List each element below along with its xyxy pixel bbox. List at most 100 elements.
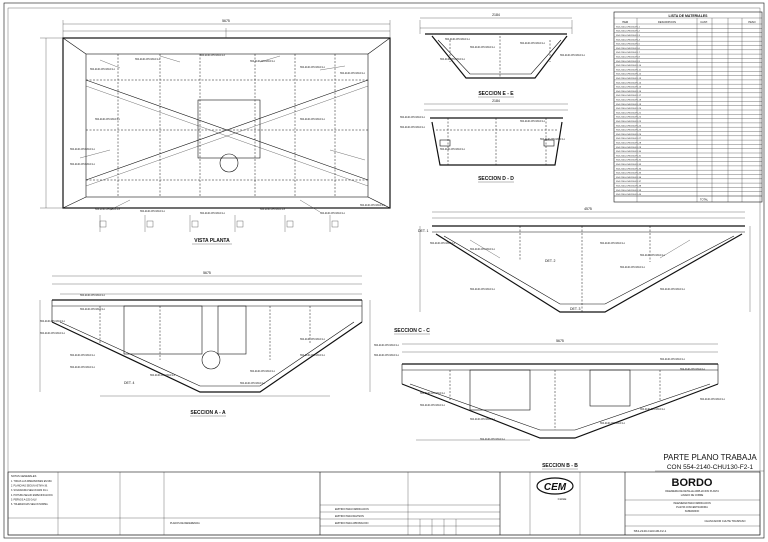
section-bb: 5675 SECCION B - B xyxy=(401,339,719,470)
materials-row: S54-2140-CHU130-F1-30 xyxy=(616,151,642,153)
materials-row: S54-2140-CHU130-F1-40 xyxy=(616,194,642,196)
callout-label: S54-2140-CHU130-F1-n xyxy=(150,375,176,377)
callout-label: S54-2140-CHU130-F1-n xyxy=(80,309,106,311)
materials-row: S54-2140-CHU130-F1-12 xyxy=(616,74,642,76)
title-block: NOTAS GENERALES 1. TODAS LAS DIMENSIONES… xyxy=(7,471,761,536)
materials-row: S54-2140-CHU130-F1-19 xyxy=(616,104,642,106)
callout-label: S54-2140-CHU130-F1-n xyxy=(95,209,121,211)
det4-label: DET. 4 xyxy=(124,381,135,385)
materials-row: S54-2140-CHU130-F1-3 xyxy=(616,35,641,37)
callout-label: S54-2140-CHU130-F1-n xyxy=(520,43,546,45)
callout-label: S54-2140-CHU130-F1-n xyxy=(70,164,96,166)
callout-label: S54-2140-CHU130-F1-n xyxy=(560,55,586,57)
callout-label: S54-2140-CHU130-F1-n xyxy=(470,419,496,421)
materials-row: S54-2140-CHU130-F1-16 xyxy=(616,91,642,93)
callout-label: S54-2140-CHU130-F1-n xyxy=(250,61,276,63)
stamp-ref: CON 554-2140-CHU130-F2-1 xyxy=(667,464,754,471)
callout-label: S54-2140-CHU130-F1-n xyxy=(374,345,400,347)
callout-label: S54-2140-CHU130-F1-n xyxy=(700,399,726,401)
stamp-title: PARTE PLANO TRABAJA xyxy=(663,453,757,462)
callout-label: S54-2140-CHU130-F1-n xyxy=(70,149,96,151)
cem-logo-text: CEM xyxy=(544,482,567,493)
plan-view: 5675 VISTA PLANTA xyxy=(40,19,391,245)
materials-row: S54-2140-CHU130-F1-34 xyxy=(616,168,642,170)
materials-rows: S54-2140-CHU130-F1-1S54-2140-CHU130-F1-2… xyxy=(614,26,762,197)
rev-row-1: EMITIDO PARA FABRICACION xyxy=(335,508,369,511)
materials-row: S54-2140-CHU130-F1-7 xyxy=(616,52,641,54)
callout-label: S54-2140-CHU130-F1-n xyxy=(680,369,706,371)
callout-label: S54-2140-CHU130-F1-n xyxy=(135,59,161,61)
project-line-2: LAVADO DE COBRE xyxy=(681,494,704,497)
materials-total: TOTAL xyxy=(700,198,709,202)
section-cc-title: SECCION C - C xyxy=(394,328,430,334)
materials-table: LISTA DE MATERIALES ITEM DESCRIPCION CAN… xyxy=(613,11,763,203)
materials-row: S54-2140-CHU130-F1-18 xyxy=(616,100,642,102)
callout-label: S54-2140-CHU130-F1-n xyxy=(300,67,326,69)
materials-row: S54-2140-CHU130-F1-31 xyxy=(616,155,642,157)
notes-title: NOTAS GENERALES xyxy=(11,474,37,478)
section-dd: 2184 SECCION D - D xyxy=(424,99,568,183)
callout-label: S54-2140-CHU130-F1-n xyxy=(430,243,456,245)
materials-row: S54-2140-CHU130-F1-29 xyxy=(616,147,642,149)
materials-row: S54-2140-CHU130-F1-5 xyxy=(616,44,641,46)
callout-label: S54-2140-CHU130-F1-n xyxy=(445,39,471,41)
section-ee: 2184 SECCION E - E xyxy=(419,13,573,98)
materials-row: S54-2140-CHU130-F1-11 xyxy=(616,69,642,71)
callout-label: S54-2140-CHU130-F1-n xyxy=(140,211,166,213)
client-line-1: INGENIERIA PARA FABRICACION xyxy=(673,502,711,505)
materials-header-weight: PESO xyxy=(748,20,755,24)
materials-title: LISTA DE MATERIALES xyxy=(668,14,708,18)
materials-row: S54-2140-CHU130-F1-6 xyxy=(616,48,641,50)
callout-label: S54-2140-CHU130-F1-n xyxy=(320,213,346,215)
note-line: 5. PERNOS A-325 GALV. xyxy=(11,498,37,501)
section-cc: 4575 DET. 1 DET. 2 DET. 3 SECCION C - C xyxy=(394,207,751,335)
references-label: PLANOS DE REFERENCIA xyxy=(170,522,200,525)
materials-row: S54-2140-CHU130-F1-37 xyxy=(616,181,642,183)
callout-label: S54-2140-CHU130-F1-n xyxy=(400,117,426,119)
callout-label: S54-2140-CHU130-F1-n xyxy=(660,359,686,361)
callout-label: S54-2140-CHU130-F1-n xyxy=(660,289,686,291)
company-logo: BORDO xyxy=(672,477,713,489)
materials-row: S54-2140-CHU130-F1-8 xyxy=(616,57,641,59)
callout-label: S54-2140-CHU130-F1-n xyxy=(640,255,666,257)
materials-row: S54-2140-CHU130-F1-39 xyxy=(616,190,642,192)
section-ee-dim: 2184 xyxy=(492,13,500,17)
section-aa: 5675 DET. 4 SECCION A - A xyxy=(39,271,371,417)
doc-title: CHANCADOR CHUTE TRASPASO xyxy=(705,519,746,523)
materials-row: S54-2140-CHU130-F1-25 xyxy=(616,130,642,132)
section-bb-dim: 5675 xyxy=(556,339,564,343)
callout-label: S54-2140-CHU130-F1-n xyxy=(40,333,66,335)
callout-label: S54-2140-CHU130-F1-n xyxy=(440,149,466,151)
materials-row: S54-2140-CHU130-F1-38 xyxy=(616,186,642,188)
callout-label: S54-2140-CHU130-F1-n xyxy=(480,439,506,441)
callout-label: S54-2140-CHU130-F1-n xyxy=(200,213,226,215)
callout-label: S54-2140-CHU130-F1-n xyxy=(470,249,496,251)
materials-row: S54-2140-CHU130-F1-4 xyxy=(616,39,641,41)
callout-label: S54-2140-CHU130-F1-n xyxy=(300,339,326,341)
client-line-2: PLANTA CONCENTRADORA xyxy=(676,506,708,509)
materials-row: S54-2140-CHU130-F1-20 xyxy=(616,108,642,110)
materials-row: S54-2140-CHU130-F1-1 xyxy=(616,26,641,28)
callout-label: S54-2140-CHU130-F1-n xyxy=(70,355,96,357)
materials-row: S54-2140-CHU130-F1-10 xyxy=(616,65,642,67)
materials-row: S54-2140-CHU130-F1-13 xyxy=(616,78,642,80)
callout-label: S54-2140-CHU130-F1-n xyxy=(520,121,546,123)
callout-label: S54-2140-CHU130-F1-n xyxy=(360,205,386,207)
callout-label: S54-2140-CHU130-F1-n xyxy=(300,355,326,357)
det3-label: DET. 3 xyxy=(570,307,581,311)
callout-label: S54-2140-CHU130-F1-n xyxy=(470,47,496,49)
materials-row: S54-2140-CHU130-F1-2 xyxy=(616,31,641,33)
materials-row: S54-2140-CHU130-F1-23 xyxy=(616,121,642,123)
sheet-border xyxy=(3,2,765,539)
stamp: PARTE PLANO TRABAJA CON 554-2140-CHU130-… xyxy=(655,453,764,472)
materials-row: S54-2140-CHU130-F1-27 xyxy=(616,138,642,140)
project-line-1: INGENIERIA DE DETALLE AMPLIACION PLANTA xyxy=(665,490,719,493)
rev-row-3: EMITIDO PARA APROBACION xyxy=(335,522,369,525)
note-line: 4. PINTURA SEGUN ESPECIFICACION. xyxy=(11,494,53,497)
cem-logo-sub: CHILE xyxy=(558,497,567,501)
callout-label: S54-2140-CHU130-F1-n xyxy=(95,119,121,121)
callout-label: S54-2140-CHU130-F1-n xyxy=(440,59,466,61)
det1-label: DET. 1 xyxy=(418,229,429,233)
materials-header-desc: DESCRIPCION xyxy=(658,20,676,24)
